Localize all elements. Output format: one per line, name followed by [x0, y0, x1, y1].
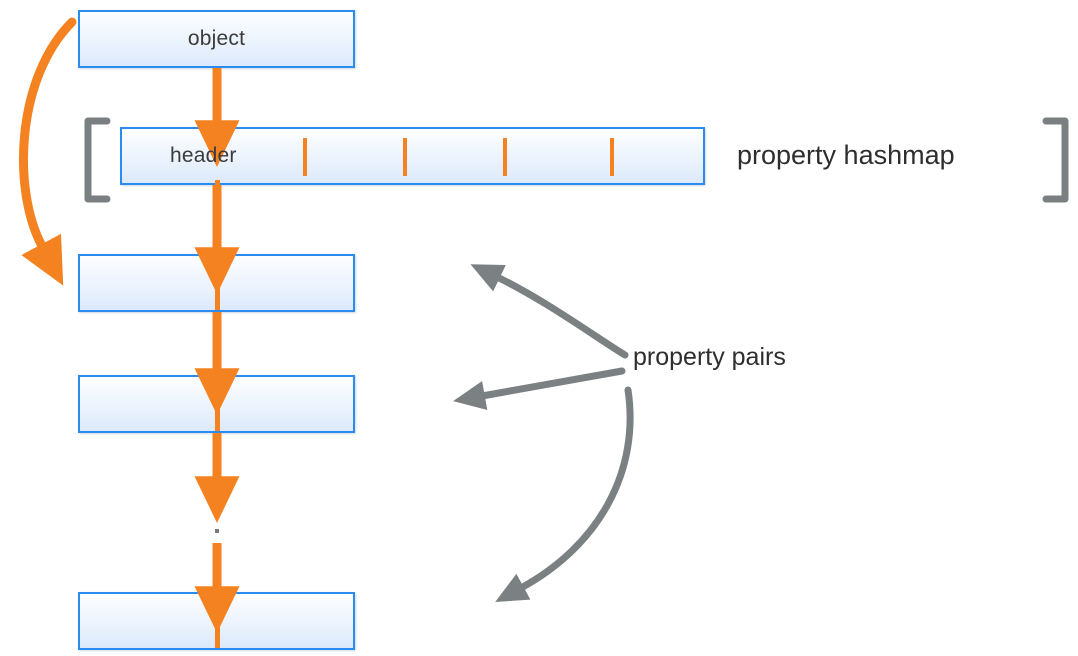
chain-line-through-header — [215, 180, 220, 186]
ellipsis-dot-1 — [215, 495, 219, 499]
chain-line-through-pair-2 — [215, 377, 220, 431]
object-box-label: object — [187, 27, 246, 50]
callout-arrow-to-pair-1 — [470, 264, 629, 359]
object-box[interactable]: object — [78, 10, 355, 68]
property-hashmap-label: property hashmap — [737, 140, 955, 170]
header-box-label: header — [170, 144, 237, 167]
hashmap-slot-tick-3 — [503, 138, 507, 176]
ellipsis-dot-2 — [215, 512, 219, 516]
arrow-object-to-pair-1-curve — [19, 17, 77, 286]
chain-line-through-pair-n — [215, 594, 220, 648]
hashmap-slot-tick-1 — [303, 138, 307, 176]
bracket-close-icon — [1042, 117, 1069, 203]
hashmap-slot-tick-4 — [610, 138, 614, 176]
property-hashmap-box[interactable]: header — [120, 127, 705, 185]
callout-arrow-to-pair-n — [495, 386, 634, 603]
chain-line-through-pair-1 — [215, 256, 220, 310]
callout-arrow-to-pair-2 — [453, 367, 626, 410]
hashmap-slot-tick-2 — [403, 138, 407, 176]
bracket-open-icon — [84, 117, 111, 203]
ellipsis-dot-3 — [215, 529, 219, 533]
property-pairs-label: property pairs — [633, 343, 786, 371]
